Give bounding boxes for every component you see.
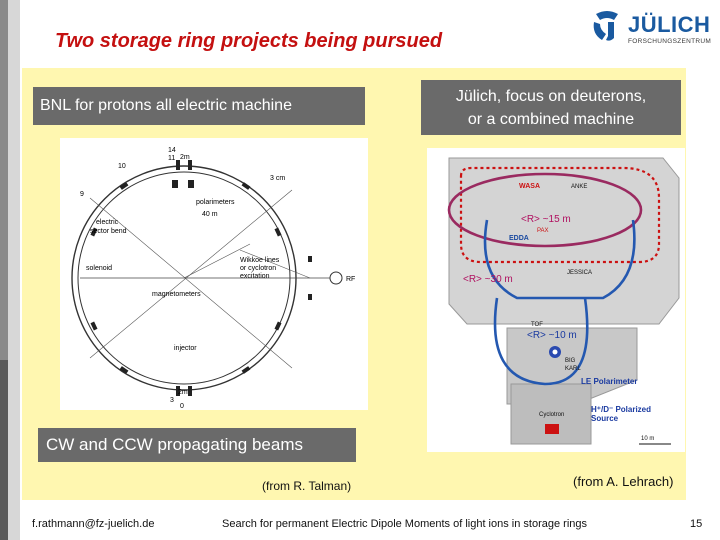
- footer-author: f.rathmann@fz-juelich.de: [32, 518, 155, 530]
- label-14: 14: [168, 147, 176, 154]
- label-injector: injector: [174, 345, 197, 352]
- label-r15: <R> ~15 m: [521, 214, 571, 225]
- label-polarimeters: polarimeters: [196, 199, 235, 206]
- left-edge-stripe: [8, 0, 20, 540]
- bnl-ring-diagram: 14 11 2m 10 9 3 cm polarimeters 40 m ele…: [60, 138, 368, 410]
- label-electric: electric: [96, 219, 119, 226]
- right-header-line1: Jülich, focus on deuterons,: [455, 88, 647, 105]
- label-le-polarimeter: LE Polarimeter: [581, 377, 637, 386]
- cosy-diagram: WASA ANKE <R> ~15 m PAX EDDA <R> ~30 m J…: [427, 148, 685, 452]
- label-wasa: WASA: [519, 183, 540, 190]
- label-r10: <R> ~10 m: [527, 330, 577, 341]
- label-big: BIG: [565, 358, 576, 364]
- left-header: BNL for protons all electric machine: [33, 87, 365, 125]
- logo-subtitle: FORSCHUNGSZENTRUM: [628, 38, 712, 45]
- label-2m-top: 2m: [180, 154, 190, 161]
- label-r30: <R> ~30 m: [463, 274, 513, 285]
- bnl-ring-drawing: 14 11 2m 10 9 3 cm polarimeters 40 m ele…: [71, 147, 355, 410]
- label-rf: RF: [346, 276, 355, 283]
- label-karl: KARL: [565, 366, 581, 372]
- label-3: 3: [170, 397, 174, 404]
- label-pax: PAX: [537, 228, 549, 234]
- left-edge-bar-lower: [0, 360, 8, 540]
- label-scale: 10 m: [641, 436, 654, 442]
- footer-subject: Search for permanent Electric Dipole Mom…: [222, 518, 588, 530]
- label-edda: EDDA: [509, 235, 529, 242]
- cosy-drawing: WASA ANKE <R> ~15 m PAX EDDA <R> ~30 m J…: [427, 148, 685, 452]
- label-9: 9: [80, 191, 84, 198]
- label-tof: TOF: [531, 322, 543, 328]
- julich-logo-icon: [593, 11, 618, 41]
- label-source-line2: Source: [591, 414, 619, 423]
- label-solenoid: solenoid: [86, 265, 112, 272]
- banner: CW and CCW propagating beams: [38, 428, 356, 462]
- label-source-line1: H⁺/D⁻ Polarized: [591, 405, 651, 414]
- label-3cm: 3 cm: [270, 175, 285, 182]
- logo-name: JÜLICH: [628, 12, 711, 37]
- label-cyclotron: or cyclotron: [240, 265, 276, 272]
- slide-title: Two storage ring projects being pursued: [55, 30, 443, 52]
- label-10: 10: [118, 163, 126, 170]
- right-credit: (from A. Lehrach): [573, 474, 674, 489]
- left-edge-bar: [0, 0, 8, 540]
- right-header: Jülich, focus on deuterons, or a combine…: [421, 80, 681, 135]
- label-sector-bend: sector bend: [90, 228, 127, 235]
- left-credit: (from R. Talman): [262, 479, 352, 493]
- label-40m: 40 m: [202, 211, 218, 218]
- label-anke: ANKE: [571, 184, 587, 190]
- label-excitation: excitation: [240, 273, 270, 280]
- label-0: 0: [180, 403, 184, 410]
- label-magnetometers: magnetometers: [152, 291, 201, 298]
- footer-page-number: 15: [690, 518, 703, 530]
- label-wikkoe: Wikkoe lines: [240, 257, 280, 264]
- right-header-line2: or a combined machine: [467, 111, 635, 128]
- label-cyclotron: Cyclotron: [539, 412, 564, 418]
- label-11: 11: [168, 155, 175, 162]
- label-jessica: JESSICA: [567, 270, 592, 276]
- label-2m-bottom: 2m: [178, 389, 188, 396]
